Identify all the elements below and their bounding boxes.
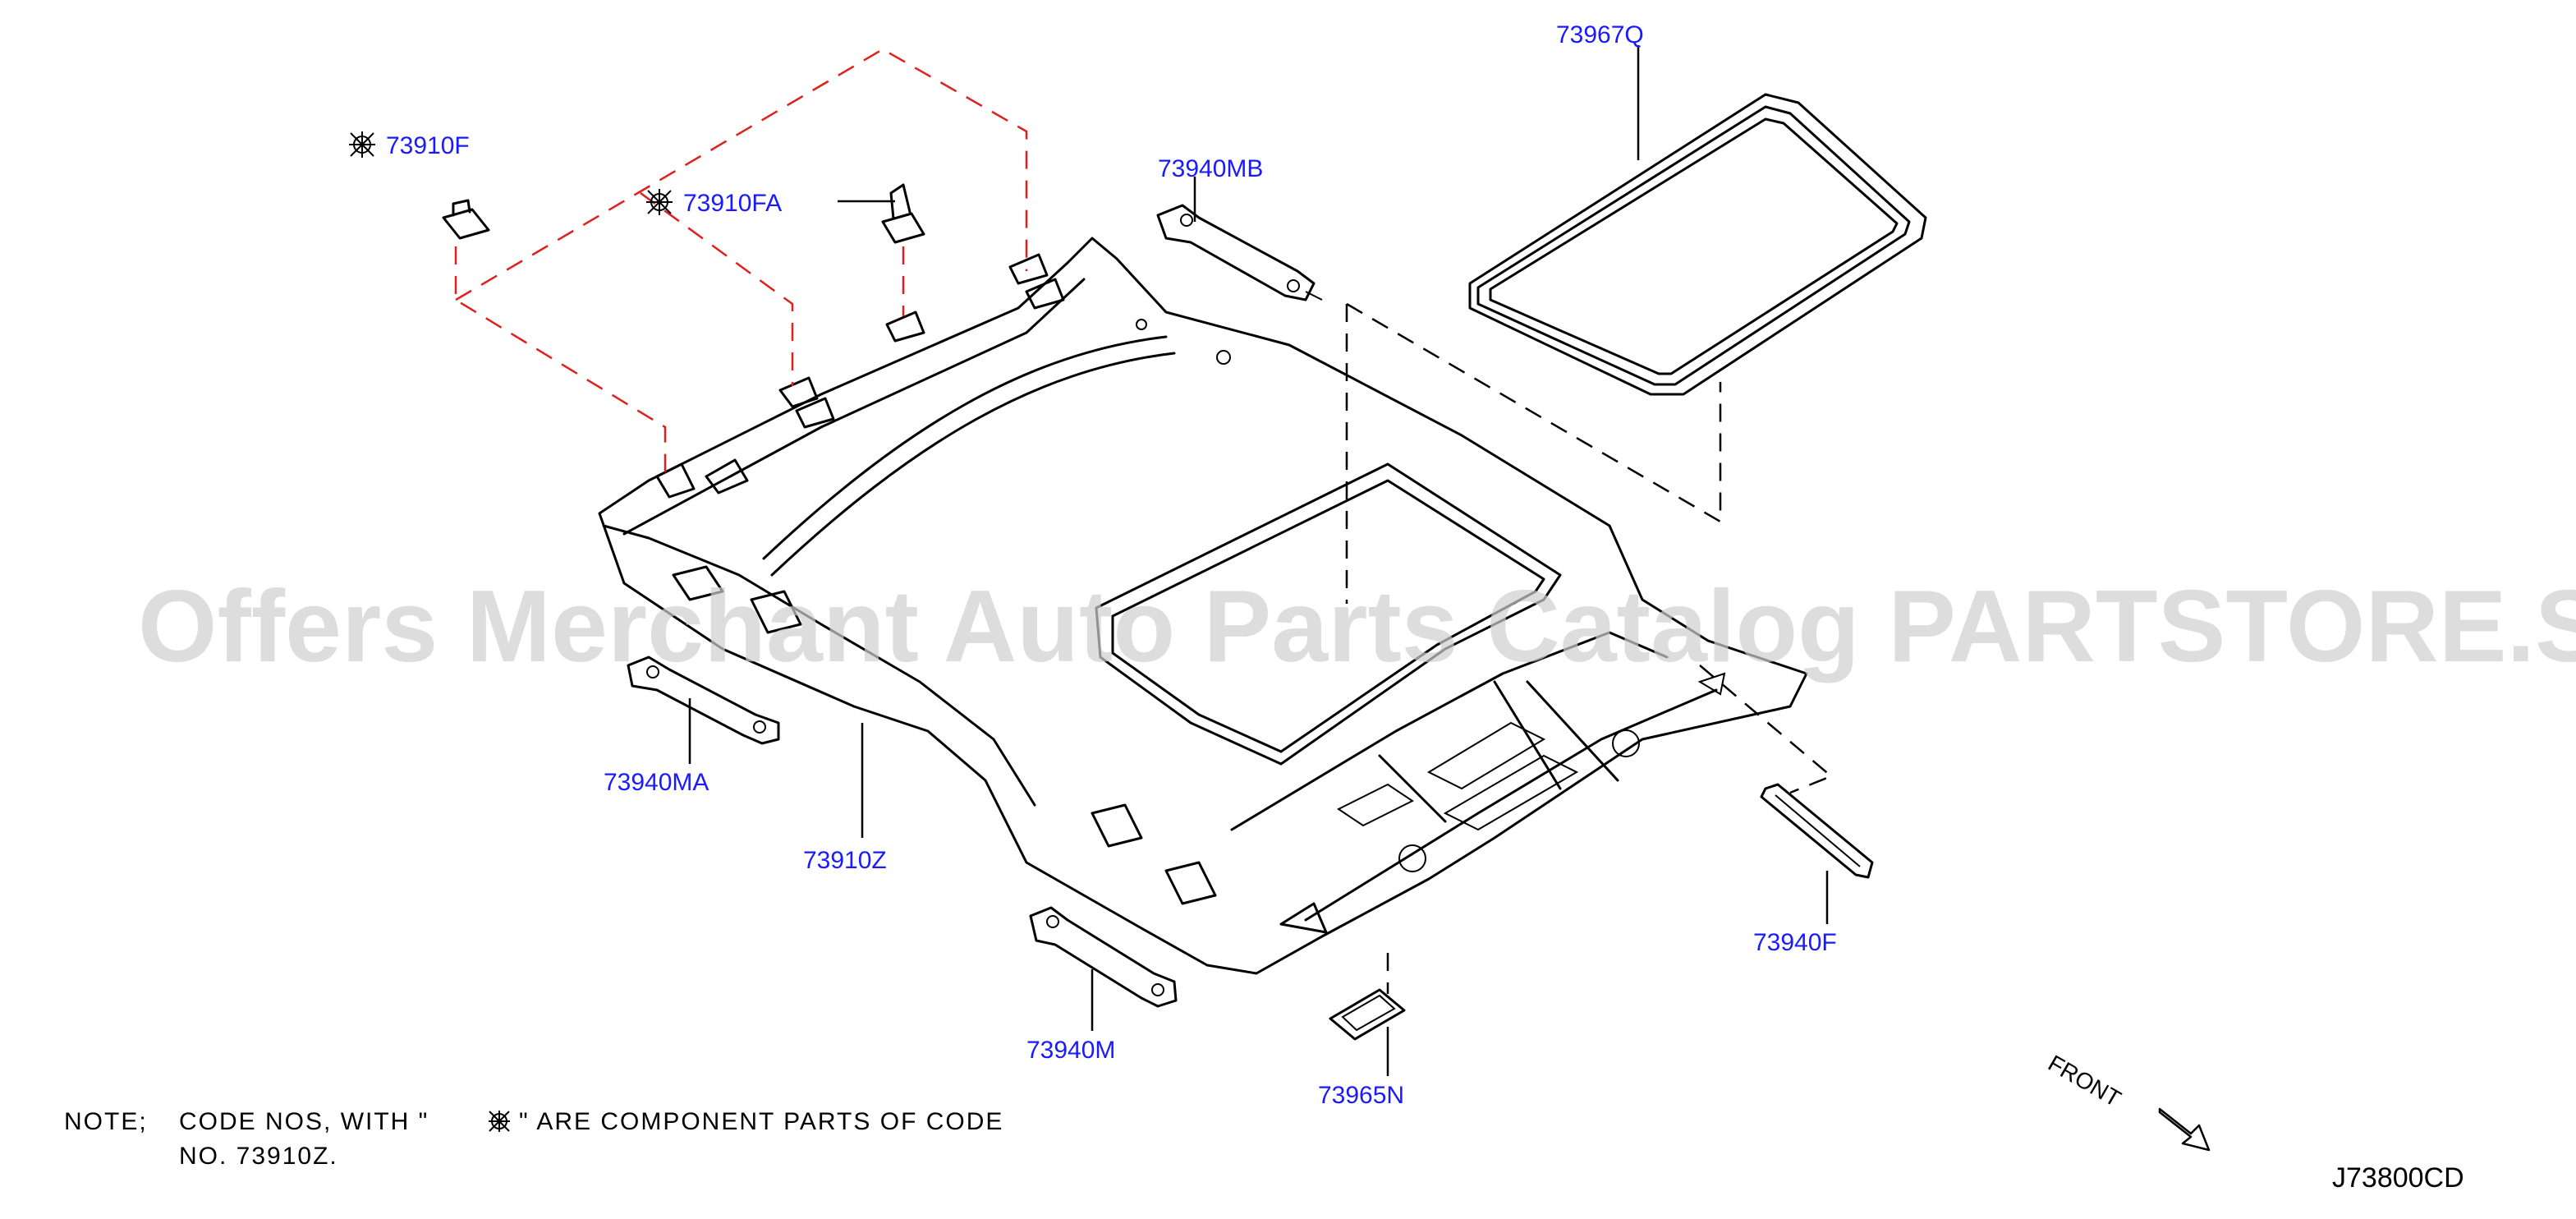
front-label: FRONT xyxy=(2044,1050,2125,1111)
component-mark-icon xyxy=(489,1111,510,1132)
clip-73910fa xyxy=(881,183,925,244)
note-line2: NO. 73910Z. xyxy=(179,1143,338,1170)
part-73940f xyxy=(1760,783,1874,879)
front-arrow-icon xyxy=(2158,1107,2211,1152)
note-label: NOTE; xyxy=(64,1108,148,1135)
headliner-part xyxy=(598,237,1808,975)
note-text-a: CODE NOS, WITH " xyxy=(179,1108,429,1135)
callout-73910fa: 73910FA xyxy=(683,190,782,217)
assist-grip-73940m xyxy=(1029,906,1178,1008)
callout-73910f: 73910F xyxy=(386,132,470,159)
diagram-code: J73800CD xyxy=(2332,1162,2464,1194)
sunroof-frame-part xyxy=(1468,93,1927,396)
assist-grip-73940mb xyxy=(1156,204,1323,301)
callout-73940m: 73940M xyxy=(1026,1037,1115,1064)
callout-73967q: 73967Q xyxy=(1556,21,1644,48)
leader-lines xyxy=(688,45,1829,1076)
black-dash-lines xyxy=(1345,302,1834,994)
callout-73965n: 73965N xyxy=(1318,1082,1404,1109)
lamp-73965n xyxy=(1329,988,1406,1041)
clip-73910f xyxy=(442,199,490,240)
red-dash-lines xyxy=(454,48,1028,476)
component-mark-icon xyxy=(349,131,375,158)
note-text-b: " ARE COMPONENT PARTS OF CODE xyxy=(519,1108,1003,1135)
assist-grip-73940ma xyxy=(627,656,780,745)
callout-73940mb: 73940MB xyxy=(1158,155,1263,182)
callout-73910z: 73910Z xyxy=(803,847,887,874)
component-mark-icon xyxy=(646,189,673,215)
callout-73940ma: 73940MA xyxy=(604,769,709,796)
watermark-text: Offers Merchant Auto Parts Catalog PARTS… xyxy=(138,570,2576,683)
callout-73940f: 73940F xyxy=(1753,929,1837,956)
